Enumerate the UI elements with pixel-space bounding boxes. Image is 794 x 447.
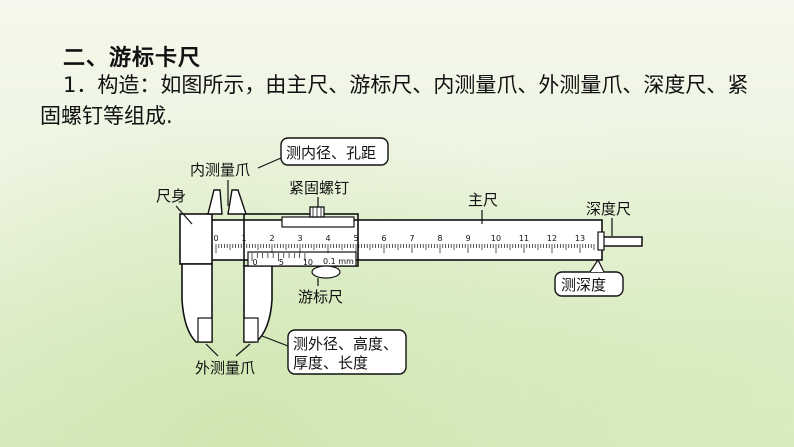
main-scale-label: 7: [409, 234, 414, 243]
vernier-scale-plate: [247, 251, 357, 267]
main-scale-label: 12: [547, 234, 557, 243]
thumb-grip: [311, 265, 341, 279]
callout-depth: 测深度: [554, 258, 624, 297]
main-scale-ticks: [215, 244, 595, 253]
label-vernier: 游标尺: [298, 288, 343, 306]
callout-outer: 测外径、高度、 厚度、长度: [261, 329, 407, 375]
main-scale-label: 3: [297, 234, 302, 243]
main-scale-label: 4: [325, 234, 330, 243]
callout-depth-text: 测深度: [561, 276, 606, 294]
moving-inner-jaw: [227, 189, 247, 215]
vernier-scale-label: 0: [252, 258, 257, 267]
label-main-scale: 主尺: [468, 191, 498, 209]
callout-outer-line2: 厚度、长度: [293, 354, 368, 372]
callout-inner-text: 测内径、孔距: [286, 144, 376, 162]
main-scale-label: 11: [519, 234, 529, 243]
main-scale-label: 9: [465, 234, 470, 243]
label-depth-rod: 深度尺: [586, 200, 631, 218]
main-scale-label: 13: [575, 234, 585, 243]
main-scale-label: 6: [381, 234, 386, 243]
main-scale-label: 2: [269, 234, 274, 243]
vernier-top-plate: [281, 216, 355, 228]
moving-outer-jaw-tip: [243, 317, 259, 343]
main-scale-label: 10: [491, 234, 501, 243]
fixed-body: [179, 213, 213, 265]
leader-body: [175, 205, 193, 225]
vernier-scale-ticks: [251, 253, 306, 261]
vernier-unit-label: 0.1 mm: [323, 257, 354, 266]
depth-rod: [601, 236, 643, 247]
main-scale-label: 5: [353, 234, 358, 243]
main-scale-label: 1: [241, 234, 246, 243]
vernier-scale-label: 10: [303, 258, 313, 267]
callout-outer-line1: 测外径、高度、: [293, 335, 398, 353]
leader-outer-jaw-left: [205, 343, 219, 357]
fixed-outer-jaw-tip: [197, 317, 213, 343]
fixed-inner-jaw: [207, 189, 223, 215]
callout-inner: 测内径、孔距: [257, 137, 389, 169]
label-screw: 紧固螺钉: [289, 179, 349, 197]
depth-rod-end: [597, 231, 605, 251]
label-inner-jaw: 内测量爪: [190, 161, 250, 179]
intro-paragraph: 1．构造：如图所示，由主尺、游标尺、内测量爪、外测量爪、深度尺、紧固螺钉等组成.: [40, 73, 749, 128]
section-title: 二、游标卡尺: [63, 46, 202, 71]
main-scale-label: 0: [213, 234, 218, 243]
label-body: 尺身: [156, 187, 186, 205]
leader-outer-jaw-right: [235, 343, 251, 357]
label-outer-jaw: 外测量爪: [195, 359, 255, 377]
main-scale-label: 8: [437, 234, 442, 243]
vernier-scale-label: 5: [279, 258, 284, 267]
vernier-scale-labels: 0 5 10: [252, 258, 313, 267]
